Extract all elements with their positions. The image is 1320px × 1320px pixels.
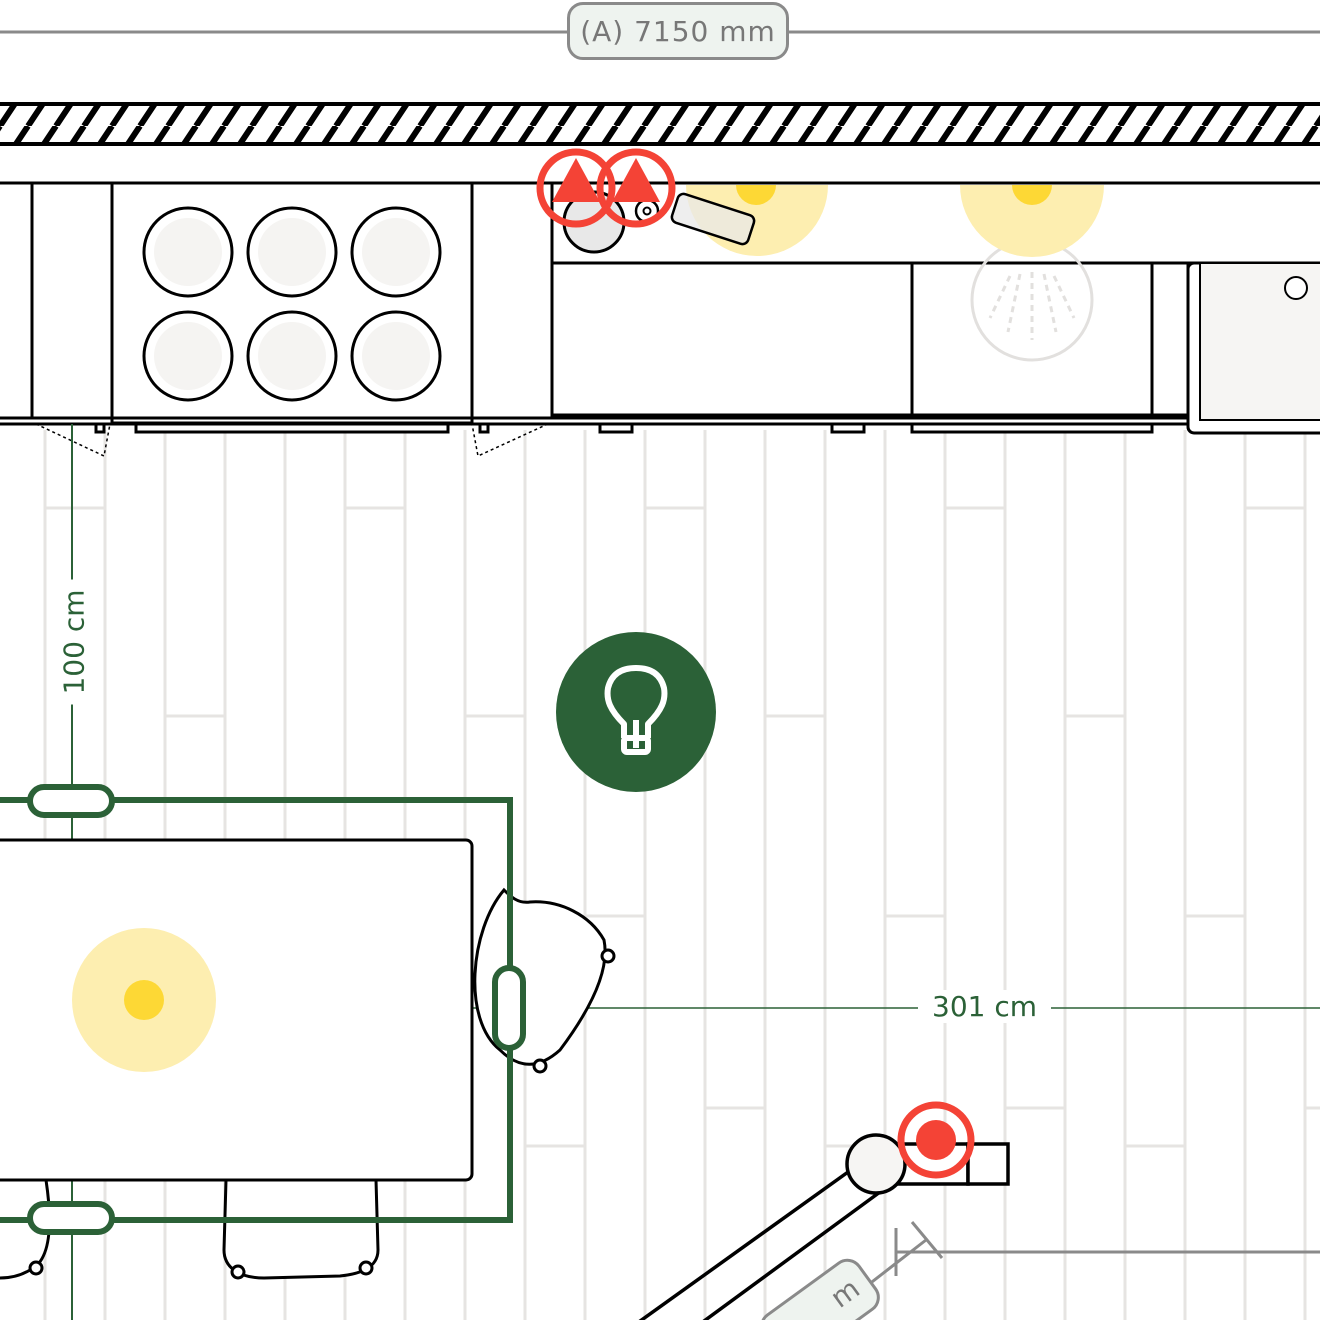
table-light-core (124, 980, 164, 1020)
burner-inner (258, 218, 326, 286)
light-button[interactable] (556, 632, 716, 792)
burner-inner (154, 322, 222, 390)
dining-table[interactable] (0, 838, 474, 1182)
cooktop[interactable] (142, 206, 442, 402)
resize-handles[interactable] (27, 784, 526, 1235)
door-swing (35, 423, 549, 458)
dimension-label-vertical[interactable]: 100 cm (57, 579, 91, 705)
dimension-label-overall[interactable]: (A) 7150 mm (567, 2, 789, 60)
burner-inner (362, 218, 430, 286)
target-icon[interactable] (897, 1101, 975, 1179)
warning-triangle-icon[interactable] (596, 148, 676, 228)
warning-triangle-icon[interactable] (536, 148, 616, 228)
kitchen-cabinets[interactable] (0, 181, 1320, 434)
burner-inner (258, 322, 326, 390)
fridge[interactable] (1186, 261, 1320, 435)
lightbulb-icon (604, 665, 668, 755)
burner-inner (362, 322, 430, 390)
floor-planks (43, 430, 1320, 1320)
wall (0, 102, 1320, 146)
burner-inner (154, 218, 222, 286)
dimension-label-horizontal[interactable]: 301 cm (918, 990, 1052, 1023)
